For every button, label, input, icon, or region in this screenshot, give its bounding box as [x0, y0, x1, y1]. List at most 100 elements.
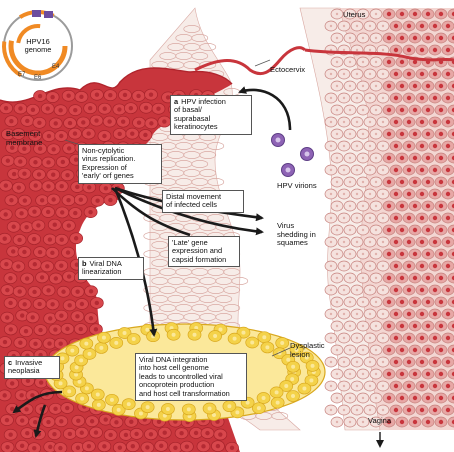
cell-nucleus [406, 47, 412, 53]
box-late-gene-expression: 'Late' gene expression and capsid format… [168, 236, 240, 268]
cell-nucleus [32, 209, 37, 214]
cell-nucleus [73, 236, 79, 241]
cell-nucleus [386, 179, 392, 185]
cell-nucleus [235, 410, 240, 415]
cell-nucleus [218, 432, 223, 437]
cell-nucleus [381, 240, 385, 244]
cell-nucleus [374, 36, 378, 40]
cell-nucleus [432, 263, 438, 269]
cell-nucleus [368, 288, 372, 292]
cell-nucleus [348, 324, 352, 328]
cell-nucleus [393, 359, 399, 365]
cell-nucleus [432, 95, 438, 101]
dysplastic-lesion-label: Dysplastic lesion [290, 341, 325, 359]
cell-nucleus [425, 11, 431, 17]
cell-nucleus [348, 108, 352, 112]
cell-nucleus [445, 23, 451, 29]
shedding-line1: Virus [277, 221, 295, 230]
cell-nucleus [22, 146, 27, 151]
cell-nucleus [355, 72, 359, 76]
cell-nucleus [419, 119, 425, 125]
cell-nucleus [37, 120, 42, 125]
cell-nucleus [304, 355, 309, 360]
cell-nucleus [342, 72, 346, 76]
cell-nucleus [399, 179, 405, 185]
cell [447, 80, 454, 92]
cell [199, 61, 217, 69]
cell-nucleus [355, 336, 359, 340]
cell-nucleus [5, 315, 10, 320]
box-a-line3: suprabasal [174, 113, 211, 123]
cell-nucleus [19, 211, 24, 216]
cell-nucleus [302, 386, 307, 391]
cell [447, 32, 454, 44]
cell-nucleus [355, 48, 359, 52]
box-viral-dna-integration: Viral DNA integration into host cell gen… [135, 353, 247, 402]
cell-nucleus [335, 420, 339, 424]
cell-nucleus [393, 71, 399, 77]
cell-nucleus [33, 160, 38, 165]
cell-nucleus [438, 155, 444, 161]
cell-nucleus [33, 183, 38, 188]
cell-nucleus [290, 377, 295, 382]
cell-nucleus [406, 359, 412, 365]
cell-nucleus [432, 191, 438, 197]
cell-nucleus [374, 300, 378, 304]
cell-nucleus [32, 420, 38, 425]
cell-nucleus [84, 386, 89, 391]
cell-nucleus [386, 275, 392, 281]
right-epithelium [299, 7, 454, 431]
cell-nucleus [381, 168, 385, 172]
cell-nucleus [342, 192, 346, 196]
cell-nucleus [171, 332, 176, 337]
uterus-label: Uterus [343, 10, 366, 19]
cell-nucleus [425, 131, 431, 137]
box-b-letter: b [82, 259, 87, 268]
cell-nucleus [48, 316, 53, 321]
cell-nucleus [381, 120, 385, 124]
cell-nucleus [438, 371, 444, 377]
box-b-line1: Viral DNA [89, 259, 122, 268]
cell-nucleus [8, 432, 13, 437]
cell-nucleus [232, 336, 237, 341]
cell-nucleus [284, 384, 289, 389]
cell-nucleus [425, 419, 431, 425]
cell [199, 169, 217, 177]
cell-nucleus [445, 359, 451, 365]
cell-nucleus [143, 105, 149, 110]
cell-nucleus [451, 275, 454, 281]
cell-nucleus [335, 324, 339, 328]
cell-nucleus [17, 237, 22, 243]
hpv16-genome-label: HPV16 genome [20, 37, 56, 55]
cell-nucleus [32, 133, 38, 138]
integration-line5: and host cell transformation [139, 388, 230, 398]
cell [183, 25, 201, 33]
cell-nucleus [335, 180, 339, 184]
cell-nucleus [291, 364, 296, 369]
cell-nucleus [162, 430, 167, 435]
cell [447, 248, 454, 260]
cell-nucleus [419, 191, 425, 197]
cell-nucleus [412, 155, 418, 161]
cell-nucleus [80, 396, 85, 401]
cell-nucleus [51, 197, 56, 202]
cell-nucleus [393, 23, 399, 29]
genome-label-line2: genome [24, 45, 52, 55]
cell-nucleus [361, 300, 365, 304]
cell-nucleus [9, 198, 14, 203]
cell-nucleus [67, 120, 73, 126]
cell-nucleus [229, 445, 235, 450]
cell-nucleus [451, 11, 454, 17]
cell-nucleus [374, 276, 378, 280]
cell [447, 224, 454, 236]
cell-nucleus [419, 263, 425, 269]
cell-nucleus [145, 327, 150, 332]
cell-nucleus [329, 288, 333, 292]
cell-nucleus [361, 420, 365, 424]
cell-nucleus [123, 432, 129, 438]
cell-nucleus [374, 204, 378, 208]
cell-nucleus [149, 121, 154, 126]
cell-nucleus [59, 237, 64, 242]
cell-nucleus [432, 47, 438, 53]
cell-nucleus [51, 172, 56, 177]
